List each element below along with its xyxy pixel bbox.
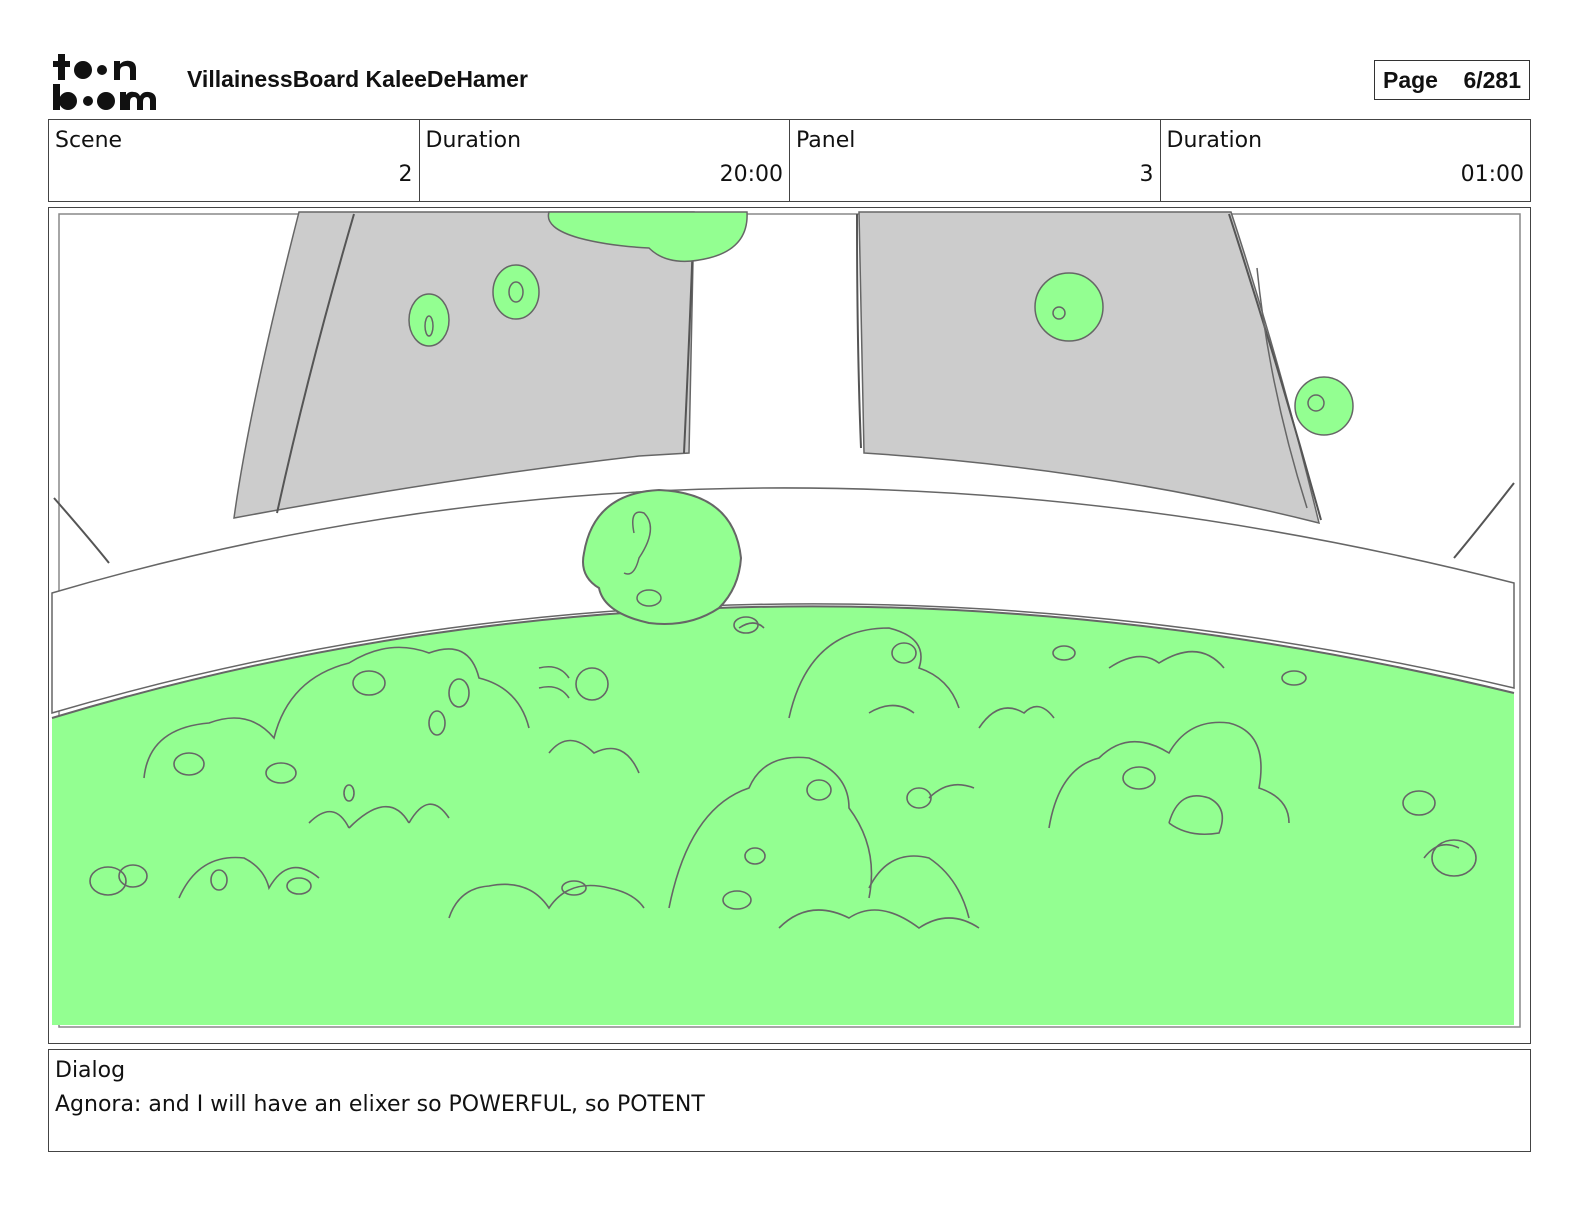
right-pillar xyxy=(858,211,1321,525)
left-pillar xyxy=(233,211,695,519)
panel-cell: Panel 3 xyxy=(790,120,1161,201)
potion-liquid xyxy=(52,606,1514,1025)
scene-cell: Scene 2 xyxy=(49,120,420,201)
panel-info-row: Scene 2 Duration 20:00 Panel 3 Duration … xyxy=(48,119,1531,202)
panel-duration-cell: Duration 01:00 xyxy=(1161,120,1531,201)
dialog-label: Dialog xyxy=(55,1058,126,1083)
scene-value: 2 xyxy=(398,162,413,187)
scene-label: Scene xyxy=(55,128,123,153)
scene-duration-cell: Duration 20:00 xyxy=(420,120,790,201)
scene-duration-label: Duration xyxy=(425,128,522,153)
toon-boom-logo xyxy=(53,54,156,110)
dialog-box: Dialog Agnora: and I will have an elixer… xyxy=(48,1049,1531,1152)
panel-value: 3 xyxy=(1139,162,1154,187)
document-title: VillainessBoard KaleeDeHamer xyxy=(187,66,528,92)
storyboard-panel xyxy=(48,207,1531,1044)
panel-label: Panel xyxy=(796,128,856,153)
panel-duration-value: 01:00 xyxy=(1460,162,1524,187)
panel-duration-label: Duration xyxy=(1166,128,1263,153)
panel-sketch-image xyxy=(51,211,1521,1028)
page-label: Page xyxy=(1383,66,1438,93)
page-indicator: Page 6/281 xyxy=(1374,60,1530,100)
scene-duration-value: 20:00 xyxy=(719,162,783,187)
page-number: 6/281 xyxy=(1463,66,1521,93)
dialog-text: Agnora: and I will have an elixer so POW… xyxy=(55,1092,705,1117)
